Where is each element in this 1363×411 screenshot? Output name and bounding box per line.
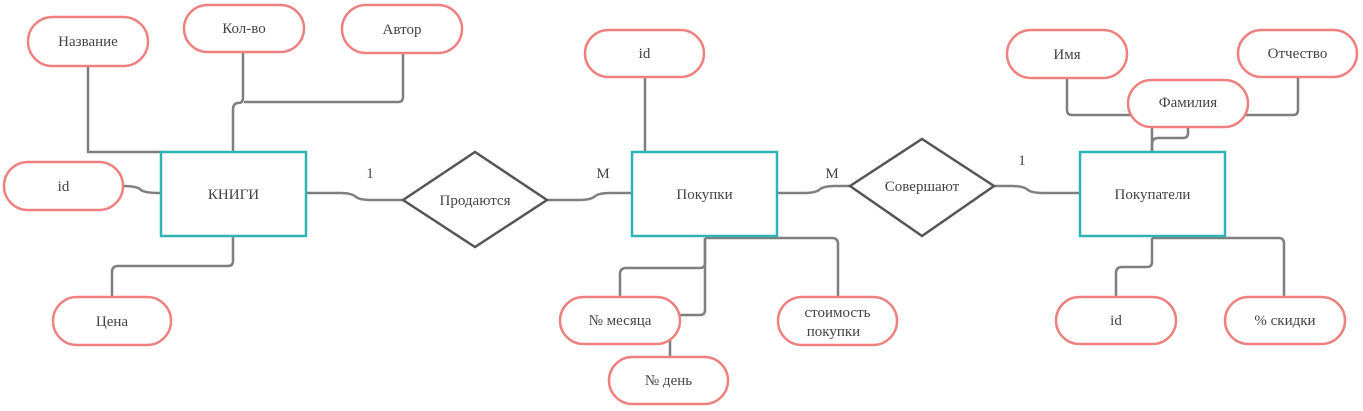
- attribute-buyers-discount-shape[interactable]: [1223, 295, 1347, 346]
- entity-buyers-box[interactable]: [1078, 150, 1227, 238]
- attribute-buyers-patronymic-label: Отчество: [1268, 46, 1328, 62]
- relationship-make[interactable]: Совершают: [847, 137, 997, 238]
- connector-books-author: [244, 53, 405, 104]
- attribute-purchases-month-shape[interactable]: [558, 295, 682, 346]
- entity-purchases[interactable]: Покупки: [630, 150, 779, 238]
- attribute-purchases-id-shape[interactable]: [583, 28, 706, 79]
- attribute-buyers-last-name-label: Фамилия: [1159, 95, 1218, 111]
- attribute-buyers-patronymic-shape[interactable]: [1236, 28, 1359, 79]
- connector-books-price: [110, 236, 235, 297]
- attribute-books-price-label: Цена: [96, 314, 129, 330]
- attribute-buyers-id-shape[interactable]: [1054, 295, 1178, 346]
- attribute-purchases-cost-label-line1: стоимость: [805, 305, 871, 321]
- attribute-books-price[interactable]: Цена: [51, 295, 173, 347]
- attribute-books-qty-label: Кол-во: [222, 21, 266, 37]
- connector-books-sold: [306, 191, 403, 202]
- entity-buyers[interactable]: Покупатели: [1078, 150, 1227, 238]
- attribute-purchases-month[interactable]: № месяца: [558, 295, 682, 346]
- attribute-purchases-day-shape[interactable]: [607, 355, 730, 406]
- entity-purchases-box[interactable]: [630, 150, 779, 238]
- connector-purchases-make: [777, 184, 850, 195]
- attribute-purchases-id[interactable]: id: [583, 28, 706, 79]
- relationship-sold-diamond[interactable]: [400, 150, 550, 249]
- attribute-books-id[interactable]: id: [2, 160, 125, 212]
- connector-sold-purchases: [547, 191, 632, 202]
- attribute-purchases-cost[interactable]: стоимость покупки: [776, 295, 899, 347]
- attribute-books-price-shape[interactable]: [51, 295, 173, 347]
- attribute-books-qty-shape[interactable]: [182, 3, 306, 54]
- entity-purchases-label: Покупки: [676, 187, 732, 203]
- attribute-purchases-day-label: № день: [645, 373, 692, 389]
- attribute-buyers-last-name[interactable]: Фамилия: [1126, 78, 1250, 129]
- attribute-buyers-first-name-label: Имя: [1053, 47, 1080, 63]
- attribute-books-id-label: id: [58, 179, 70, 195]
- attribute-buyers-id[interactable]: id: [1054, 295, 1178, 346]
- connector-purchases-month: [618, 238, 707, 297]
- attribute-purchases-month-label: № месяца: [589, 313, 652, 329]
- relationship-make-diamond[interactable]: [847, 137, 997, 238]
- entity-books-box[interactable]: [159, 150, 308, 238]
- relationship-sold-label: Продаются: [440, 193, 511, 209]
- attribute-buyers-discount-label: % скидки: [1254, 313, 1315, 329]
- attribute-buyers-first-name[interactable]: Имя: [1005, 28, 1129, 80]
- attribute-buyers-patronymic[interactable]: Отчество: [1236, 28, 1359, 79]
- cardinality-books: 1: [366, 166, 374, 182]
- entity-books-label: КНИГИ: [208, 187, 259, 203]
- attribute-purchases-cost-label-line2: покупки: [807, 324, 860, 340]
- connector-books-qty: [231, 52, 245, 152]
- entity-buyers-label: Покупатели: [1115, 187, 1191, 203]
- attribute-books-author[interactable]: Автор: [340, 3, 464, 55]
- connector-books-id: [122, 184, 161, 195]
- connector-buyers-last-name: [1150, 127, 1190, 152]
- attribute-buyers-id-label: id: [1110, 313, 1122, 329]
- connector-buyers-discount: [1152, 236, 1286, 297]
- relationship-sold[interactable]: Продаются: [400, 150, 550, 249]
- cardinality-sold-purchases: M: [596, 166, 609, 182]
- attribute-books-author-shape[interactable]: [340, 3, 464, 55]
- connector-purchases-day: [668, 238, 707, 357]
- attribute-buyers-first-name-shape[interactable]: [1005, 28, 1129, 80]
- attribute-books-qty[interactable]: Кол-во: [182, 3, 306, 54]
- connector-make-buyers: [994, 184, 1080, 195]
- entity-books[interactable]: КНИГИ: [159, 150, 308, 238]
- relationship-make-label: Совершают: [885, 179, 960, 195]
- attribute-buyers-discount[interactable]: % скидки: [1223, 295, 1347, 346]
- attribute-books-title[interactable]: Название: [26, 15, 150, 68]
- attribute-purchases-day[interactable]: № день: [607, 355, 730, 406]
- attribute-books-title-label: Название: [58, 34, 118, 50]
- connector-books-title: [86, 66, 162, 154]
- connector-purchases-cost: [705, 236, 840, 297]
- attribute-purchases-id-label: id: [639, 46, 651, 62]
- cardinality-buyers: 1: [1018, 153, 1026, 169]
- connector-buyers-id: [1114, 238, 1154, 297]
- attribute-purchases-cost-shape[interactable]: [776, 295, 899, 347]
- attribute-books-title-shape[interactable]: [26, 15, 150, 68]
- attribute-books-id-shape[interactable]: [2, 160, 125, 212]
- cardinality-make-purchases: M: [825, 166, 838, 182]
- attribute-buyers-last-name-shape[interactable]: [1126, 78, 1250, 129]
- attribute-books-author-label: Автор: [383, 22, 422, 38]
